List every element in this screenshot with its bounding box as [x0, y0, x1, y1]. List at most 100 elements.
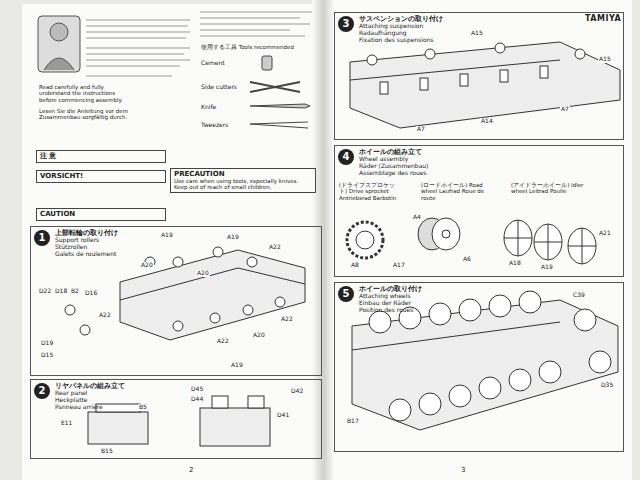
- caution-box: 注 意: [36, 150, 166, 163]
- heading-text: ホイールの組み立て: [359, 148, 428, 156]
- heading-text: サスペンションの取り付け: [359, 15, 443, 23]
- part-number: D16: [84, 290, 98, 297]
- heading-text: 上部転輪の取り付け: [55, 229, 118, 237]
- step2-rear-panel: [88, 412, 148, 444]
- step5-hull: [369, 311, 391, 333]
- step5-hull: [489, 295, 511, 317]
- note-text: Lesen Sie die Anleitung vor dem Zusammen…: [38, 108, 132, 121]
- step-number-text: 5: [338, 286, 354, 302]
- heading-text: リヤパネルの組み立て: [55, 382, 125, 390]
- step5-hull: [352, 300, 618, 430]
- text-block-lines: [86, 12, 312, 76]
- note-text: Read carefully and fully understand the …: [38, 84, 132, 103]
- text-block-lines: [86, 66, 180, 67]
- part-number: B17: [346, 418, 360, 425]
- part-number: A7: [416, 126, 426, 133]
- step1-hull: [275, 297, 285, 307]
- page-number: 2: [188, 466, 194, 474]
- tool-name: Tweezers: [200, 122, 229, 129]
- subassembly-label: (アイドラーホイール) Idler wheel Leitrad Poulie: [510, 182, 602, 195]
- part-number: A6: [462, 256, 472, 263]
- step5-hull: [389, 399, 411, 421]
- step-panel: ホイールの取り付けAttaching wheelsEinbau der Räde…: [334, 282, 624, 452]
- part-number: D18: [54, 288, 68, 295]
- step5-hull: [459, 299, 481, 321]
- step-number-text: 1: [34, 230, 50, 246]
- step1-hull: [213, 247, 223, 257]
- part-number: B15: [100, 448, 114, 455]
- body-text: Attaching suspension: [359, 23, 443, 30]
- body-text: Räder (Zusammenbau): [359, 163, 428, 170]
- commander-cartoon: [38, 16, 80, 72]
- step1-hull: [120, 268, 238, 300]
- body-text: Wheel assembly: [359, 156, 428, 163]
- part-number: D15: [40, 352, 54, 359]
- body-text: Attaching wheels: [359, 293, 422, 300]
- heading-text: 注 意: [40, 152, 162, 160]
- step-number-text: 4: [338, 149, 354, 165]
- part-number: A17: [392, 262, 406, 269]
- part-number: A22: [268, 244, 282, 251]
- body-text: Use care when using tools, especially kn…: [174, 178, 312, 191]
- step3-hull: [540, 66, 548, 78]
- step2-rear-panel: [200, 408, 270, 446]
- part-number: A22: [98, 312, 112, 319]
- part-number: E11: [60, 420, 73, 427]
- part-number: A15: [470, 30, 484, 37]
- step2-rear-panel: [248, 396, 264, 408]
- step-number: 1: [34, 230, 50, 246]
- step4-wheels: [356, 231, 374, 249]
- step1-hull: [173, 257, 183, 267]
- body-text: Panneau arrière: [55, 404, 125, 411]
- subassembly-label: (ロードホイール) Road wheel Laufrad Roue de rou…: [420, 182, 492, 201]
- text-block-lines: [200, 24, 310, 25]
- step-number: 5: [338, 286, 354, 302]
- step3-hull: [367, 55, 377, 65]
- step4-wheels: [504, 220, 596, 264]
- caution-box: PRECAUTIONUse care when using tools, esp…: [170, 168, 316, 193]
- tool-icons: [250, 122, 308, 128]
- commander-cartoon: [50, 23, 68, 41]
- body-text: Heckplatte: [55, 397, 125, 404]
- tool-icons: [262, 56, 272, 70]
- step5-hull: [539, 361, 561, 383]
- step5-hull: [509, 369, 531, 391]
- tool-icons: [250, 82, 300, 92]
- text-block-lines: [86, 54, 184, 55]
- step2-rear-panel: [212, 396, 228, 408]
- step-number: 3: [338, 16, 354, 32]
- step1-hull: [80, 325, 90, 335]
- part-number: A22: [280, 316, 294, 323]
- step3-hull: [350, 42, 620, 128]
- step-number-text: 2: [34, 383, 50, 399]
- commander-cartoon: [38, 16, 80, 72]
- step2-rear-panel: [88, 396, 270, 446]
- brand-logo: TAMIYA: [584, 14, 622, 23]
- body-text: Stützrollen: [55, 244, 118, 251]
- step3-hull: [495, 43, 505, 53]
- heading-text: ホイールの取り付け: [359, 285, 422, 293]
- step5-hull: [449, 385, 471, 407]
- step-heading: サスペンションの取り付けAttaching suspensionRadaufhä…: [359, 15, 443, 44]
- step1-hull: [65, 247, 305, 340]
- step-number-text: 3: [338, 16, 354, 32]
- body-text: Fixation des suspensions: [359, 37, 443, 44]
- step5-hull: [352, 291, 618, 430]
- step1-hull: [65, 247, 285, 335]
- heading-text: PRECAUTION: [174, 170, 312, 178]
- part-number: D44: [190, 396, 204, 403]
- part-number: A18: [508, 260, 522, 267]
- part-number: B2: [70, 288, 80, 295]
- text-block-lines: [200, 18, 300, 19]
- tool-icons: [250, 56, 310, 128]
- text-block-lines: [86, 32, 190, 33]
- step1-hull: [243, 305, 253, 315]
- step3-hull: [350, 60, 560, 80]
- part-number: B5: [138, 404, 148, 411]
- step3-hull: [380, 82, 388, 94]
- step3-hull: [367, 43, 585, 94]
- text-block-lines: [86, 26, 188, 27]
- step3-hull: [575, 49, 585, 59]
- part-number: A15: [598, 56, 612, 63]
